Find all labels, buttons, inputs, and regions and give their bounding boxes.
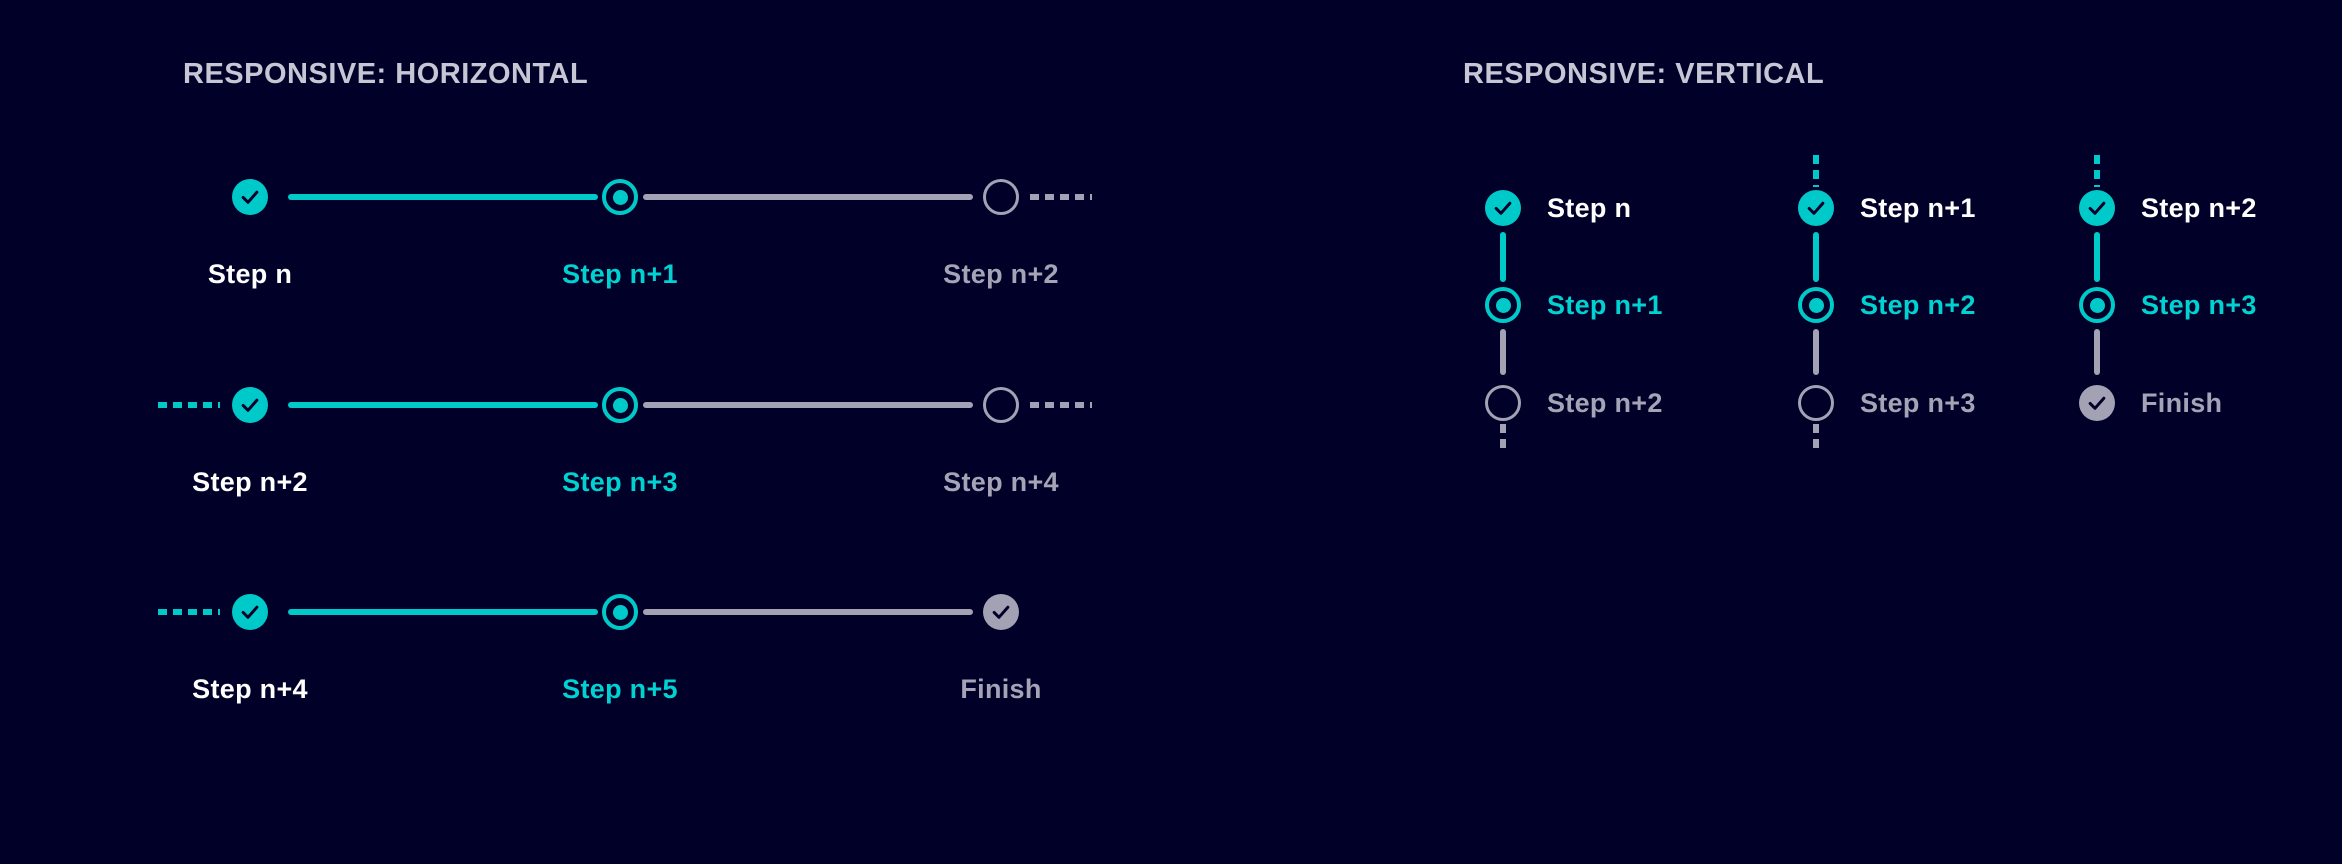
step-node-current[interactable] xyxy=(602,387,638,423)
current-dot-icon xyxy=(1495,297,1511,313)
step-label[interactable]: Step n+3 xyxy=(562,467,678,497)
connector-line-done xyxy=(288,402,598,408)
connector-line-open xyxy=(1813,329,1819,375)
step-label[interactable]: Step n+3 xyxy=(2141,290,2257,320)
connector-line-done xyxy=(288,194,598,200)
step-label[interactable]: Step n+1 xyxy=(1860,193,1976,223)
check-icon xyxy=(241,398,259,412)
step-node-finish[interactable] xyxy=(2079,385,2115,421)
connector-line-open xyxy=(643,194,973,200)
step-label[interactable]: Step n+2 xyxy=(1547,388,1663,418)
connector-line-open xyxy=(2094,329,2100,375)
step-label[interactable]: Step n+4 xyxy=(943,467,1059,497)
connector-dashes-trail xyxy=(1030,402,1092,408)
step-node-done[interactable] xyxy=(232,594,268,630)
connector-line-done xyxy=(288,609,598,615)
step-label[interactable]: Step n+1 xyxy=(562,259,678,289)
current-dot-icon xyxy=(612,604,628,620)
current-dot-icon xyxy=(2089,297,2105,313)
step-node-done[interactable] xyxy=(1798,190,1834,226)
section-title-horizontal: RESPONSIVE: HORIZONTAL xyxy=(183,58,589,90)
section-title-vertical: RESPONSIVE: VERTICAL xyxy=(1463,58,1825,90)
connector-line-open xyxy=(643,402,973,408)
check-icon xyxy=(241,605,259,619)
step-label[interactable]: Step n xyxy=(1547,193,1632,223)
step-label[interactable]: Step n+5 xyxy=(562,674,678,704)
step-node-open[interactable] xyxy=(983,179,1019,215)
step-label[interactable]: Finish xyxy=(960,674,1042,704)
current-dot-icon xyxy=(612,397,628,413)
connector-line-open xyxy=(1500,329,1506,375)
connector-dashes-lead xyxy=(158,609,220,615)
step-label[interactable]: Step n+2 xyxy=(2141,193,2257,223)
connector-dashes-lead xyxy=(1813,155,1819,187)
connector-line-done xyxy=(1813,232,1819,282)
step-node-finish[interactable] xyxy=(983,594,1019,630)
step-node-done[interactable] xyxy=(232,179,268,215)
current-dot-icon xyxy=(1808,297,1824,313)
check-icon xyxy=(1807,201,1825,215)
step-label[interactable]: Step n+2 xyxy=(1860,290,1976,320)
step-label[interactable]: Step n xyxy=(207,259,293,289)
step-node-current[interactable] xyxy=(1798,287,1834,323)
connector-line-done xyxy=(1500,232,1506,282)
check-icon xyxy=(2088,201,2106,215)
step-node-open[interactable] xyxy=(1798,385,1834,421)
step-node-current[interactable] xyxy=(2079,287,2115,323)
step-label[interactable]: Step n+2 xyxy=(192,467,308,497)
check-icon xyxy=(1494,201,1512,215)
step-node-current[interactable] xyxy=(602,179,638,215)
step-label[interactable]: Step n+2 xyxy=(943,259,1059,289)
connector-dashes-lead xyxy=(2094,155,2100,187)
connector-dashes-trail xyxy=(1500,424,1506,453)
connector-dashes-lead xyxy=(158,402,220,408)
connector-dashes-trail xyxy=(1813,424,1819,453)
step-node-open[interactable] xyxy=(983,387,1019,423)
step-node-current[interactable] xyxy=(1485,287,1521,323)
step-node-done[interactable] xyxy=(1485,190,1521,226)
step-label[interactable]: Step n+1 xyxy=(1547,290,1663,320)
check-icon xyxy=(241,190,259,204)
connector-line-open xyxy=(643,609,973,615)
step-label[interactable]: Step n+4 xyxy=(192,674,308,704)
connector-dashes-trail xyxy=(1030,194,1092,200)
check-icon xyxy=(2088,396,2106,410)
current-dot-icon xyxy=(612,189,628,205)
step-node-done[interactable] xyxy=(2079,190,2115,226)
step-node-open[interactable] xyxy=(1485,385,1521,421)
connector-line-done xyxy=(2094,232,2100,282)
step-node-done[interactable] xyxy=(232,387,268,423)
step-label[interactable]: Step n+3 xyxy=(1860,388,1976,418)
step-label[interactable]: Finish xyxy=(2141,388,2223,418)
step-node-current[interactable] xyxy=(602,594,638,630)
check-icon xyxy=(992,605,1010,619)
